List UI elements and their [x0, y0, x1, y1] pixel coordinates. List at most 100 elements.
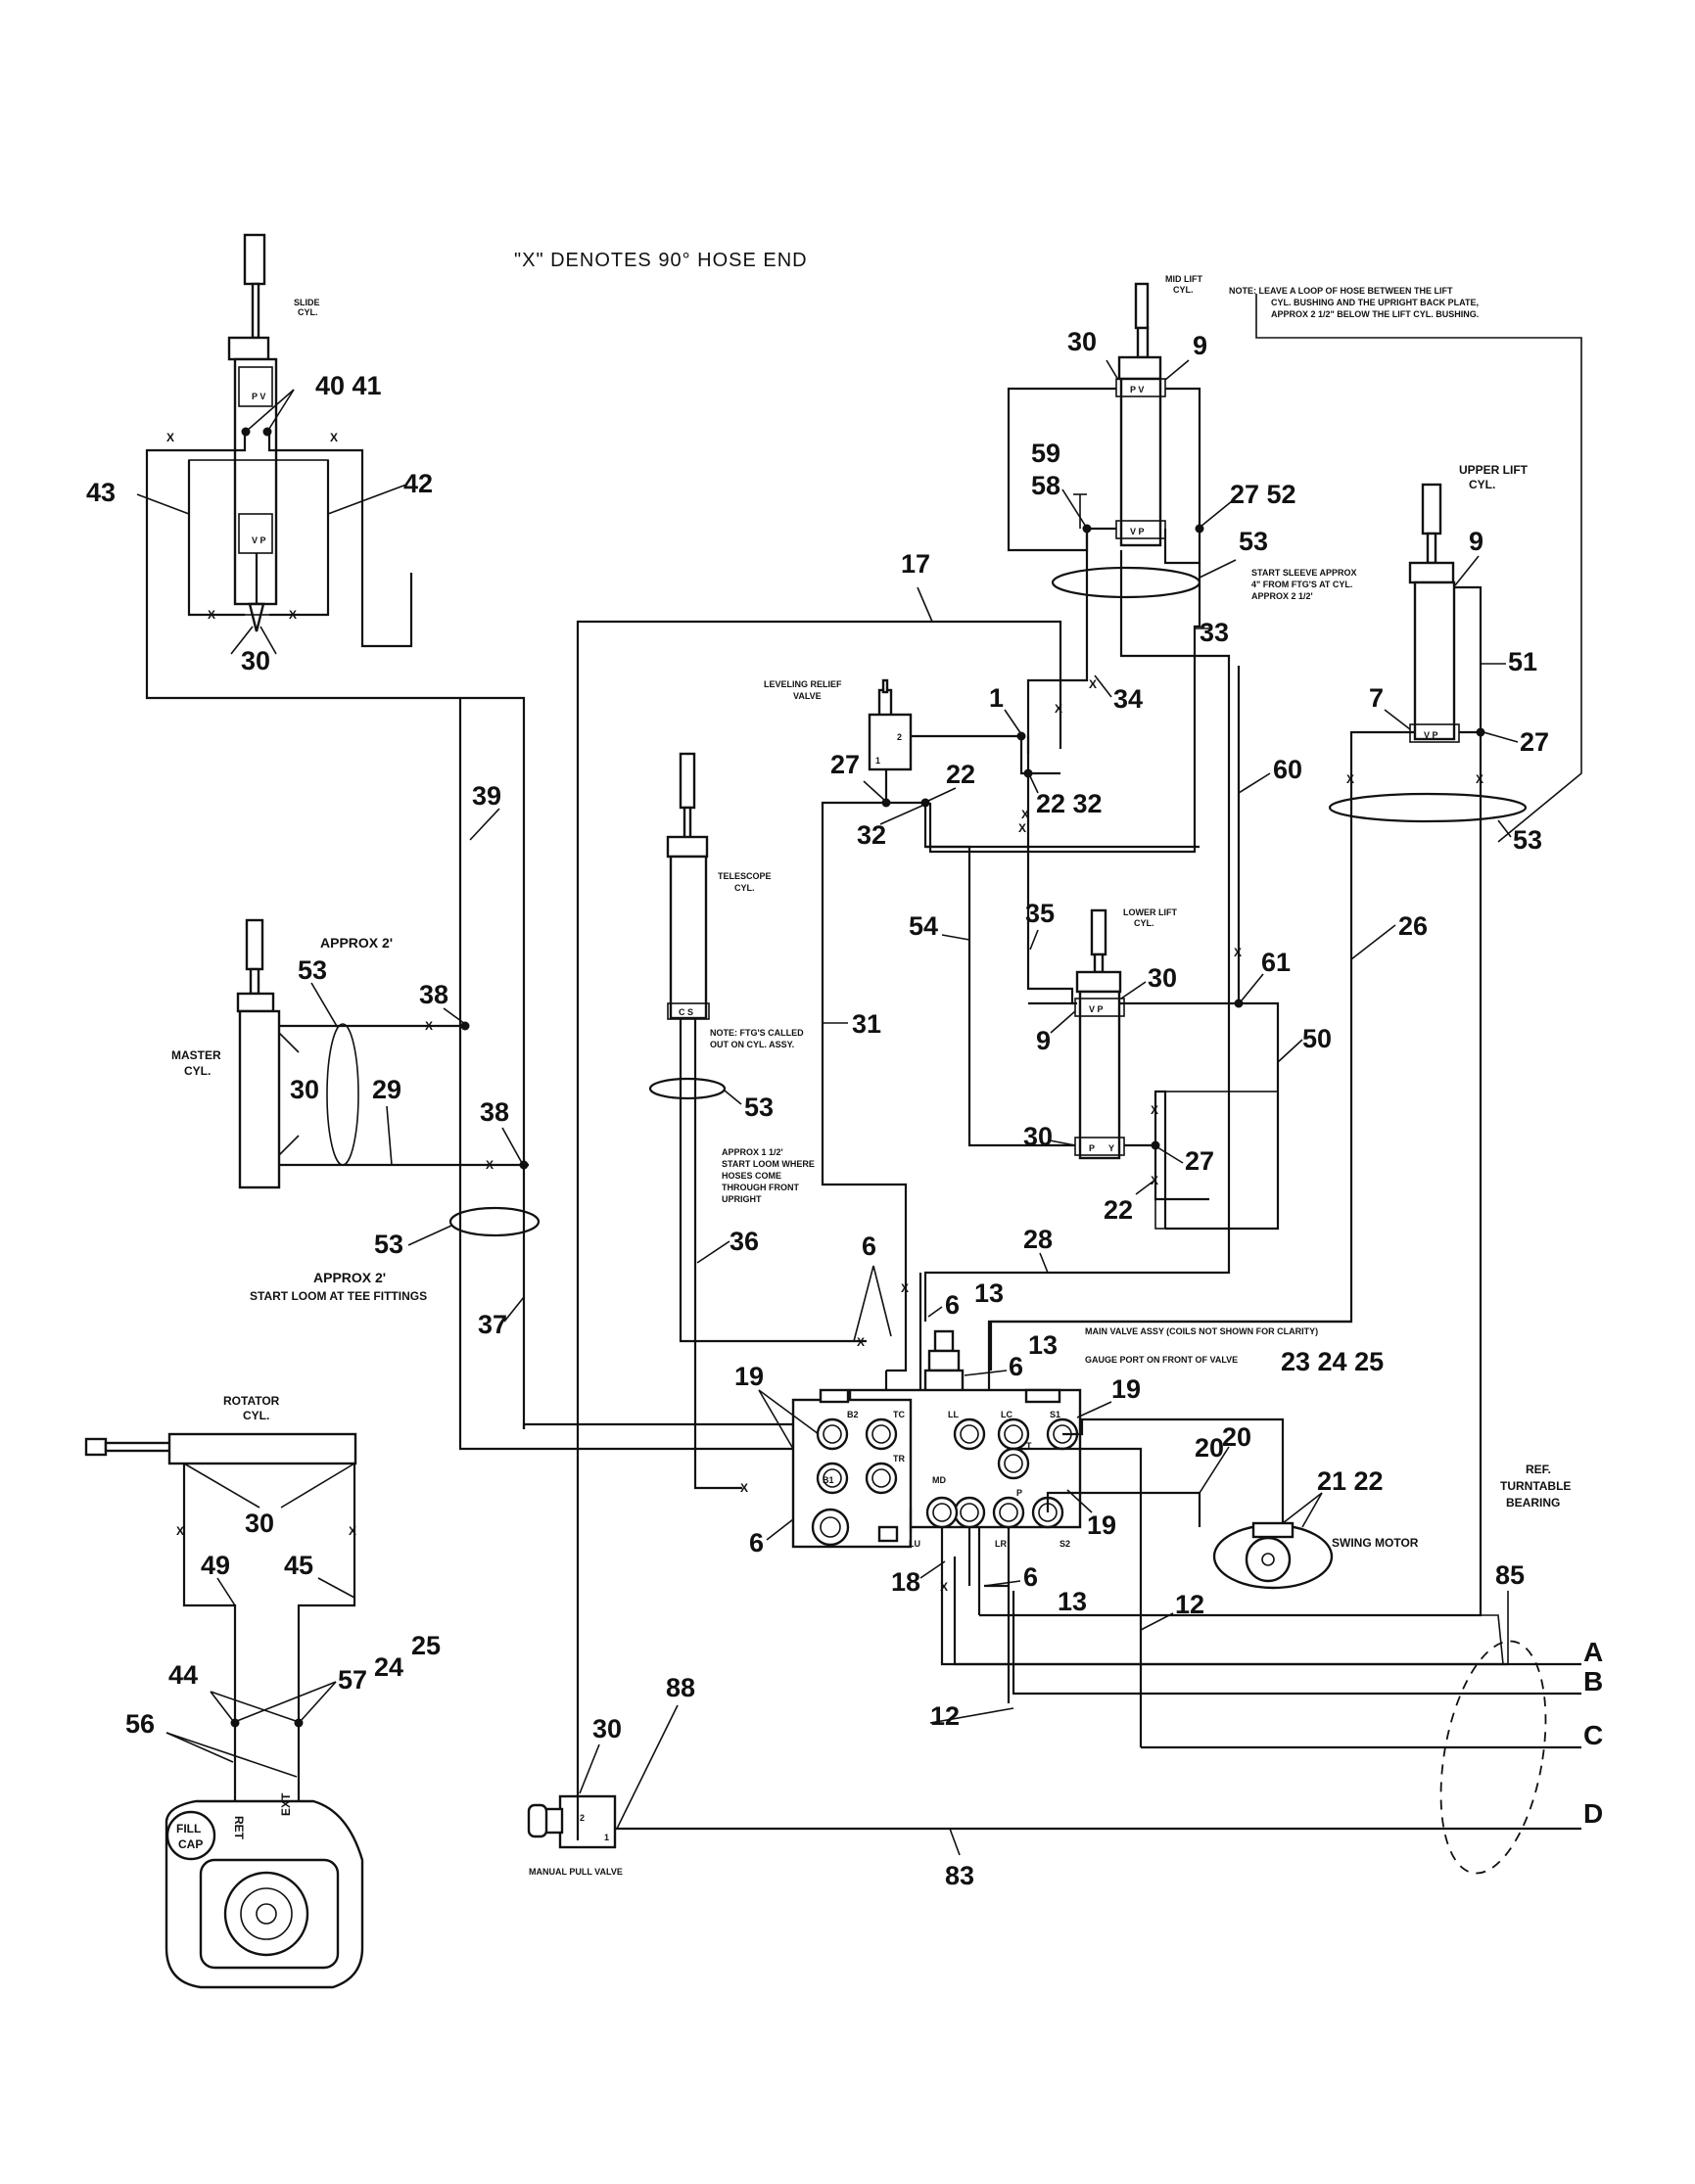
- svg-text:38: 38: [419, 980, 448, 1009]
- svg-text:CYL.: CYL.: [1134, 918, 1154, 928]
- svg-text:MD: MD: [932, 1475, 946, 1485]
- svg-text:OUT ON CYL. ASSY.: OUT ON CYL. ASSY.: [710, 1040, 794, 1049]
- svg-text:30: 30: [245, 1509, 274, 1538]
- svg-text:SWING MOTOR: SWING MOTOR: [1332, 1536, 1419, 1550]
- svg-text:27 52: 27 52: [1230, 480, 1296, 509]
- svg-text:X: X: [1018, 821, 1026, 835]
- svg-text:C S: C S: [679, 1007, 693, 1017]
- svg-text:26: 26: [1398, 911, 1428, 941]
- svg-text:START SLEEVE APPROX: START SLEEVE APPROX: [1251, 568, 1357, 578]
- svg-text:19: 19: [1087, 1510, 1116, 1540]
- svg-text:28: 28: [1023, 1225, 1053, 1254]
- svg-text:43: 43: [86, 478, 116, 507]
- svg-text:LU: LU: [909, 1539, 920, 1549]
- svg-text:21 22: 21 22: [1317, 1466, 1384, 1496]
- svg-text:30: 30: [592, 1714, 622, 1743]
- svg-text:CAP: CAP: [178, 1837, 203, 1851]
- svg-text:LC: LC: [1001, 1410, 1012, 1419]
- svg-text:23 24 25: 23 24 25: [1281, 1347, 1384, 1376]
- svg-text:44: 44: [168, 1660, 198, 1690]
- svg-text:V P: V P: [1424, 730, 1438, 740]
- svg-text:START LOOM WHERE: START LOOM WHERE: [722, 1159, 815, 1169]
- svg-text:CYL.: CYL.: [734, 883, 755, 893]
- svg-text:MASTER: MASTER: [171, 1048, 221, 1062]
- svg-text:X: X: [740, 1481, 748, 1495]
- svg-text:S2: S2: [1059, 1539, 1070, 1549]
- master-cylinder: MASTER CYL.: [171, 918, 281, 1189]
- svg-text:85: 85: [1495, 1560, 1525, 1590]
- svg-text:VALVE: VALVE: [793, 691, 822, 701]
- svg-text:27: 27: [830, 750, 860, 779]
- svg-text:ROTATOR: ROTATOR: [223, 1394, 280, 1408]
- svg-text:X: X: [1089, 677, 1097, 691]
- svg-text:22: 22: [1104, 1195, 1133, 1225]
- svg-text:9: 9: [1469, 527, 1483, 556]
- svg-text:31: 31: [852, 1009, 881, 1039]
- mid-lift-cylinder: P V V P MID LIFT CYL.: [1115, 274, 1202, 547]
- svg-text:29: 29: [372, 1075, 401, 1104]
- svg-text:P: P: [1089, 1143, 1095, 1153]
- svg-text:P V: P V: [1130, 385, 1144, 395]
- hose-43-39: [145, 431, 526, 1429]
- svg-text:UPRIGHT: UPRIGHT: [722, 1194, 762, 1204]
- main-valve-assembly: B2 TC LL LC S1 B1 TR T MD LU LR P S2: [791, 1329, 1082, 1549]
- svg-text:V P: V P: [1089, 1004, 1104, 1014]
- svg-text:X: X: [349, 1524, 356, 1538]
- svg-text:13: 13: [1028, 1330, 1058, 1360]
- svg-text:1: 1: [875, 756, 880, 766]
- svg-text:40 41: 40 41: [315, 371, 382, 400]
- svg-text:X: X: [208, 608, 215, 622]
- svg-text:TC: TC: [893, 1410, 905, 1419]
- svg-text:FILL: FILL: [176, 1822, 201, 1835]
- svg-text:9: 9: [1036, 1026, 1051, 1055]
- svg-text:S1: S1: [1050, 1410, 1060, 1419]
- svg-text:X: X: [425, 1019, 433, 1033]
- svg-text:SLIDE: SLIDE: [294, 298, 320, 307]
- svg-text:32: 32: [857, 820, 886, 850]
- svg-text:UPPER LIFT: UPPER LIFT: [1459, 463, 1529, 477]
- upper-lift-cylinder: V P UPPER LIFT CYL.: [1408, 463, 1529, 743]
- svg-text:6: 6: [945, 1290, 960, 1320]
- svg-text:13: 13: [974, 1278, 1004, 1308]
- svg-text:18: 18: [891, 1567, 920, 1597]
- svg-text:45: 45: [284, 1551, 313, 1580]
- svg-text:CYL.: CYL.: [1173, 285, 1194, 295]
- lower-lift-cylinder: V P P Y LOWER LIFT CYL.: [1074, 907, 1177, 1160]
- svg-text:17: 17: [901, 549, 930, 579]
- svg-text:X: X: [289, 608, 297, 622]
- svg-text:T: T: [1026, 1441, 1032, 1451]
- svg-text:V P: V P: [252, 535, 266, 545]
- note-loop: NOTE: LEAVE A LOOP OF HOSE BETWEEN THE L…: [1229, 286, 1453, 296]
- svg-text:6: 6: [1009, 1352, 1023, 1381]
- svg-text:33: 33: [1200, 618, 1229, 647]
- hose-17: [576, 620, 1062, 1840]
- svg-text:X: X: [1476, 772, 1483, 786]
- svg-text:4" FROM FTG'S AT CYL.: 4" FROM FTG'S AT CYL.: [1251, 580, 1352, 589]
- svg-text:39: 39: [472, 781, 501, 811]
- svg-text:X: X: [1021, 808, 1029, 821]
- svg-text:B: B: [1583, 1666, 1603, 1696]
- svg-text:X: X: [176, 1524, 184, 1538]
- leveling-relief-valve: 2 1 LEVELING RELIEF VALVE: [764, 678, 913, 771]
- svg-text:57: 57: [338, 1665, 367, 1695]
- svg-text:X: X: [940, 1580, 948, 1594]
- svg-text:LL: LL: [948, 1410, 959, 1419]
- telescope-cylinder: C S TELESCOPE CYL.: [666, 752, 772, 1020]
- manual-pull-valve: 2 1 MANUAL PULL VALVE: [527, 1794, 623, 1877]
- svg-text:22 32: 22 32: [1036, 789, 1103, 818]
- svg-text:MANUAL PULL VALVE: MANUAL PULL VALVE: [529, 1867, 623, 1877]
- svg-text:RET: RET: [232, 1816, 246, 1840]
- svg-text:6: 6: [862, 1231, 876, 1261]
- svg-text:HOSES COME: HOSES COME: [722, 1171, 781, 1181]
- svg-text:B2: B2: [847, 1410, 859, 1419]
- svg-text:25: 25: [411, 1631, 441, 1660]
- svg-text:APPROX 2 1/2': APPROX 2 1/2': [1251, 591, 1313, 601]
- svg-text:2: 2: [580, 1813, 585, 1823]
- svg-text:TELESCOPE: TELESCOPE: [718, 871, 772, 881]
- svg-text:30: 30: [1148, 963, 1177, 993]
- svg-text:53: 53: [744, 1092, 774, 1122]
- svg-text:30: 30: [1067, 327, 1097, 356]
- svg-text:THROUGH FRONT: THROUGH FRONT: [722, 1183, 799, 1192]
